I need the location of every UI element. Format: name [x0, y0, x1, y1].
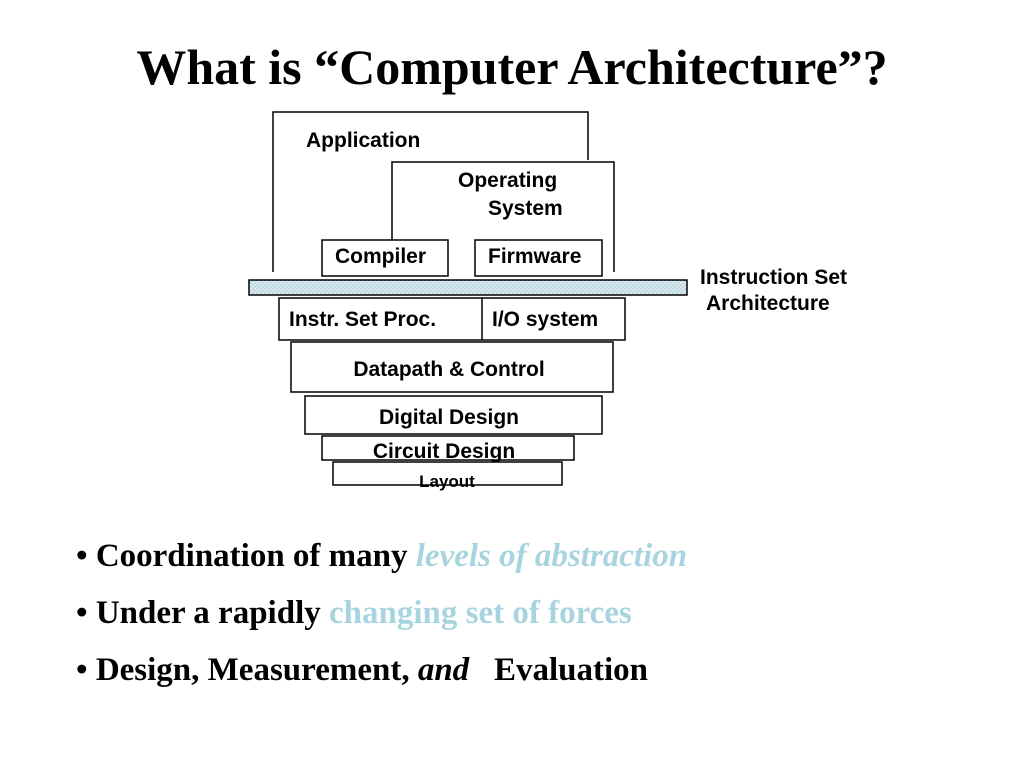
application-layer-outline	[272, 111, 589, 272]
digital-design-label: Digital Design	[379, 406, 519, 429]
bullet-1-accent: levels of abstraction	[415, 538, 688, 574]
operating-system-layer-outline	[391, 161, 615, 272]
circuit-design-label: Circuit Design	[373, 440, 515, 463]
circuit-design-box	[321, 435, 575, 461]
bullet-item-3: • Design, Measurement, and Evaluation	[76, 642, 687, 699]
bullet-2-accent: changing set of forces	[329, 595, 632, 631]
operating-system-label-line1: Operating	[458, 169, 557, 192]
bullet-3-tail: Evaluation	[493, 652, 648, 688]
instr-set-proc-box	[278, 297, 626, 341]
bullet-item-2: • Under a rapidly changing set of forces	[76, 585, 687, 642]
bullet-1-text: Coordination of many	[95, 538, 416, 574]
isa-label-line2: Architecture	[706, 292, 830, 315]
bullet-3-text: Design, Measurement,	[95, 652, 418, 688]
isa-bar	[248, 279, 688, 296]
firmware-label: Firmware	[488, 245, 581, 268]
bullet-item-1: • Coordination of many levels of abstrac…	[76, 528, 687, 585]
compiler-label: Compiler	[335, 245, 426, 268]
bullet-marker: •	[76, 538, 88, 574]
bullet-marker: •	[76, 595, 88, 631]
application-label: Application	[306, 129, 420, 152]
abstraction-layers-diagram: Application Operating System Compiler Fi…	[248, 111, 847, 491]
bullet-list: • Coordination of many levels of abstrac…	[76, 528, 687, 699]
layout-box	[332, 461, 563, 486]
instr-set-proc-label: Instr. Set Proc.	[289, 308, 436, 331]
datapath-control-box	[290, 341, 614, 393]
bullet-2-text: Under a rapidly	[95, 595, 329, 631]
slide-title: What is “Computer Architecture”?	[136, 39, 888, 95]
bullet-marker: •	[76, 652, 88, 688]
datapath-control-label: Datapath & Control	[353, 358, 544, 381]
compiler-box	[321, 239, 449, 277]
layout-label: Layout	[419, 472, 475, 491]
operating-system-label-line2: System	[488, 197, 563, 220]
io-system-label: I/O system	[492, 308, 598, 331]
digital-design-box	[304, 395, 603, 435]
bullet-3-emphasis: and	[417, 652, 470, 688]
isa-label-line1: Instruction Set	[700, 266, 847, 289]
firmware-box	[474, 239, 603, 277]
